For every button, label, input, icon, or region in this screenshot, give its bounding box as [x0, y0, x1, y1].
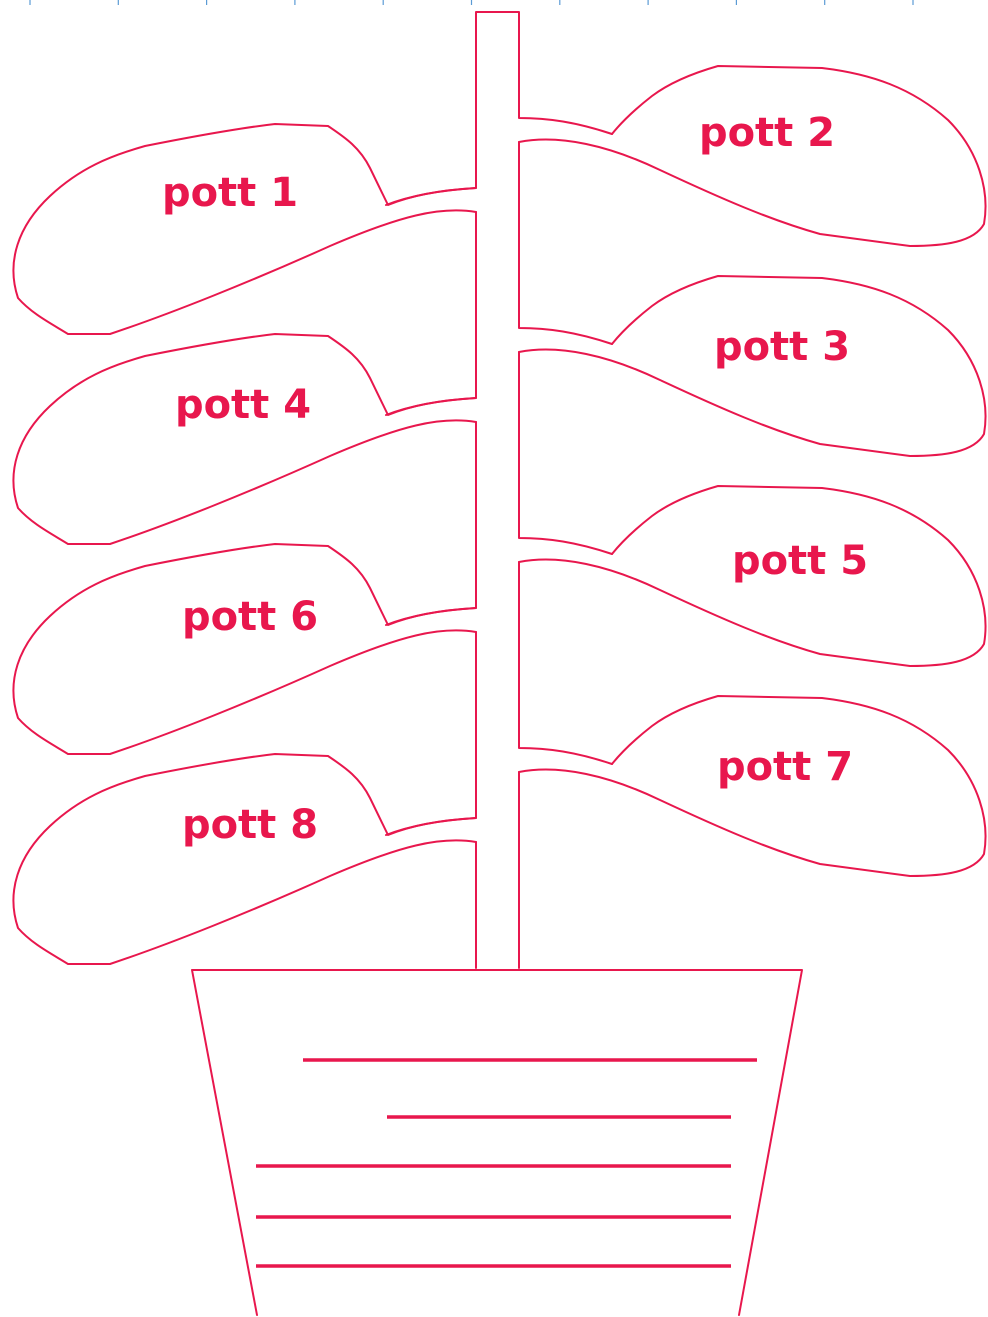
- ruler-ticks: [29, 0, 914, 5]
- flower-pot: [191, 969, 803, 1316]
- leaf-outline: [12, 753, 477, 965]
- leaf-outline: [518, 65, 987, 247]
- leaf-outline: [12, 123, 477, 335]
- leaf-pott-1[interactable]: pott 1: [12, 123, 477, 335]
- leaf-label-pott-5: pott 5: [732, 538, 868, 584]
- leaf-pott-3[interactable]: pott 3: [518, 275, 987, 457]
- leaf-label-pott-2: pott 2: [699, 110, 835, 156]
- pot-writing-lines: [256, 1058, 757, 1268]
- leaf-label-pott-1: pott 1: [162, 170, 298, 216]
- leaf-outline: [518, 485, 987, 667]
- leaf-label-pott-6: pott 6: [182, 594, 318, 640]
- leaf-outline: [518, 695, 987, 877]
- leaf-label-pott-3: pott 3: [714, 324, 850, 370]
- leaf-pott-8[interactable]: pott 8: [12, 753, 477, 965]
- leaf-pott-6[interactable]: pott 6: [12, 543, 477, 755]
- leaf-pott-2[interactable]: pott 2: [518, 65, 987, 247]
- leaf-label-pott-8: pott 8: [182, 802, 318, 848]
- leaf-outline: [518, 275, 987, 457]
- leaf-pott-5[interactable]: pott 5: [518, 485, 987, 667]
- leaf-outline: [12, 543, 477, 755]
- leaf-pott-7[interactable]: pott 7: [518, 695, 987, 877]
- leaf-label-pott-4: pott 4: [175, 382, 311, 428]
- leaf-outline: [12, 333, 477, 545]
- leaf-label-pott-7: pott 7: [717, 744, 853, 790]
- leaf-pott-4[interactable]: pott 4: [12, 333, 477, 545]
